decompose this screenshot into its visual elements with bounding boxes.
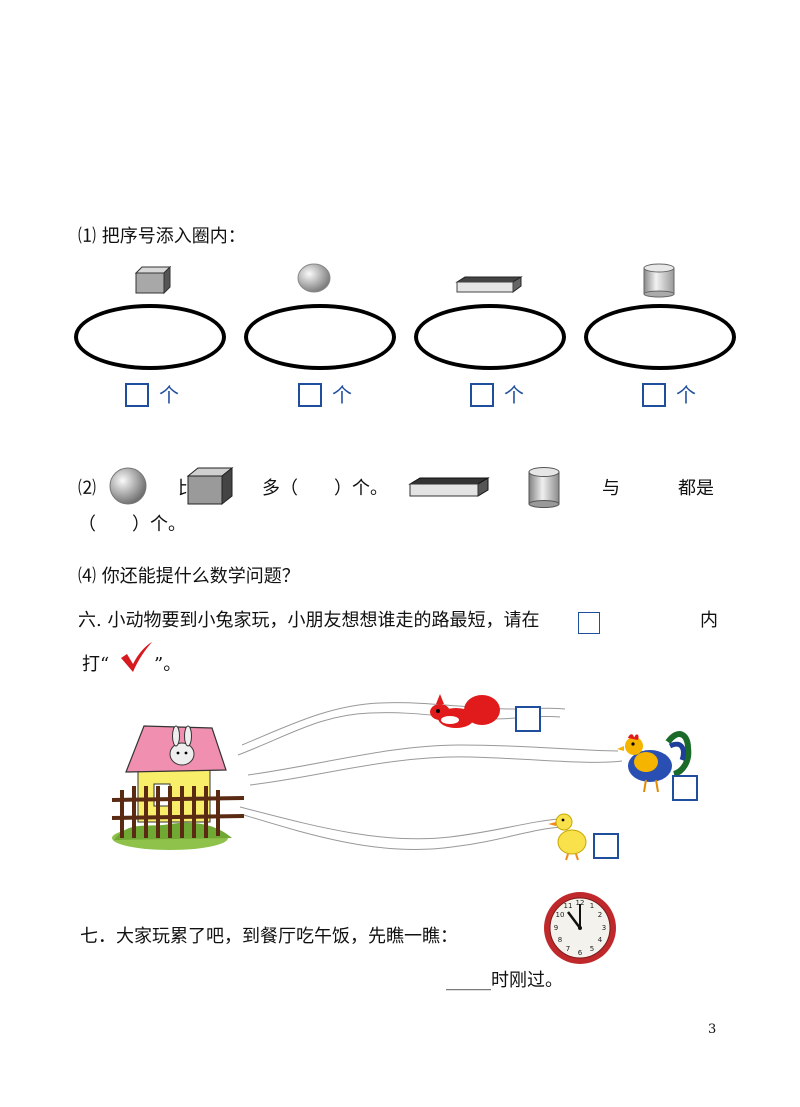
q2-line2: （ ）个。 bbox=[78, 514, 186, 535]
count-box-flat-box[interactable] bbox=[470, 383, 494, 407]
s6-line2-end: ”。 bbox=[154, 654, 182, 675]
answer-box-duckling[interactable] bbox=[593, 833, 619, 859]
s6-line1-end: 内 bbox=[700, 610, 718, 631]
sphere-icon bbox=[297, 263, 331, 293]
svg-text:3: 3 bbox=[602, 924, 606, 932]
count-unit: 个 bbox=[332, 383, 352, 407]
sort-circle-sphere[interactable] bbox=[244, 304, 396, 370]
checkmark-icon bbox=[121, 642, 152, 672]
rooster-icon bbox=[617, 731, 692, 793]
page-number: 3 bbox=[708, 1022, 717, 1037]
rabbit-house-illustration bbox=[111, 725, 245, 850]
svg-text:6: 6 bbox=[578, 949, 583, 957]
sort-circle-flat-box[interactable] bbox=[414, 304, 566, 370]
flat-box-icon bbox=[455, 276, 523, 293]
q1-title: ⑴ 把序号添入圈内： bbox=[78, 226, 246, 247]
squirrel-icon bbox=[430, 694, 500, 728]
svg-text:11: 11 bbox=[564, 902, 573, 910]
svg-text:2: 2 bbox=[598, 911, 602, 919]
svg-text:9: 9 bbox=[554, 924, 558, 932]
sphere-icon bbox=[109, 467, 147, 505]
cylinder-icon bbox=[528, 467, 560, 508]
flat-box-icon bbox=[408, 477, 490, 497]
count-box-cylinder[interactable] bbox=[642, 383, 666, 407]
answer-box-rooster[interactable] bbox=[672, 775, 698, 801]
count-box-cube[interactable] bbox=[125, 383, 149, 407]
count-unit: 个 bbox=[504, 383, 524, 407]
s6-line1: 六. 小动物要到小兔家玩，小朋友想想谁走的路最短，请在 bbox=[78, 610, 540, 631]
count-unit: 个 bbox=[159, 383, 179, 407]
q4-text: ⑷ 你还能提什么数学问题？ bbox=[78, 566, 300, 587]
q2-and-word: 与 bbox=[602, 478, 620, 499]
q2-number: ⑵ bbox=[78, 478, 96, 499]
cube-icon bbox=[186, 466, 234, 506]
count-box-sphere[interactable] bbox=[298, 383, 322, 407]
svg-text:12: 12 bbox=[576, 899, 585, 907]
count-unit: 个 bbox=[676, 383, 696, 407]
cylinder-icon bbox=[643, 263, 675, 298]
s7-answer-line: _____时刚过。 bbox=[446, 970, 563, 991]
svg-text:4: 4 bbox=[598, 936, 603, 944]
svg-text:5: 5 bbox=[590, 945, 594, 953]
duckling-icon bbox=[548, 813, 587, 861]
q2-more-blank: 多（ ）个。 bbox=[262, 478, 388, 499]
svg-text:1: 1 bbox=[590, 902, 594, 910]
sort-circle-cube[interactable] bbox=[74, 304, 226, 370]
s7-text: 七．大家玩累了吧，到餐厅吃午饭，先瞧一瞧： bbox=[80, 926, 458, 947]
svg-text:8: 8 bbox=[558, 936, 562, 944]
inline-answer-box bbox=[578, 612, 600, 634]
s6-line2-start: 打“ bbox=[82, 654, 110, 675]
sort-circle-cylinder[interactable] bbox=[584, 304, 736, 370]
answer-box-squirrel[interactable] bbox=[515, 706, 541, 732]
svg-text:10: 10 bbox=[556, 911, 565, 919]
path-lines bbox=[237, 702, 623, 850]
svg-text:7: 7 bbox=[566, 945, 570, 953]
cube-icon bbox=[134, 265, 172, 295]
q2-both-are: 都是 bbox=[678, 478, 714, 499]
